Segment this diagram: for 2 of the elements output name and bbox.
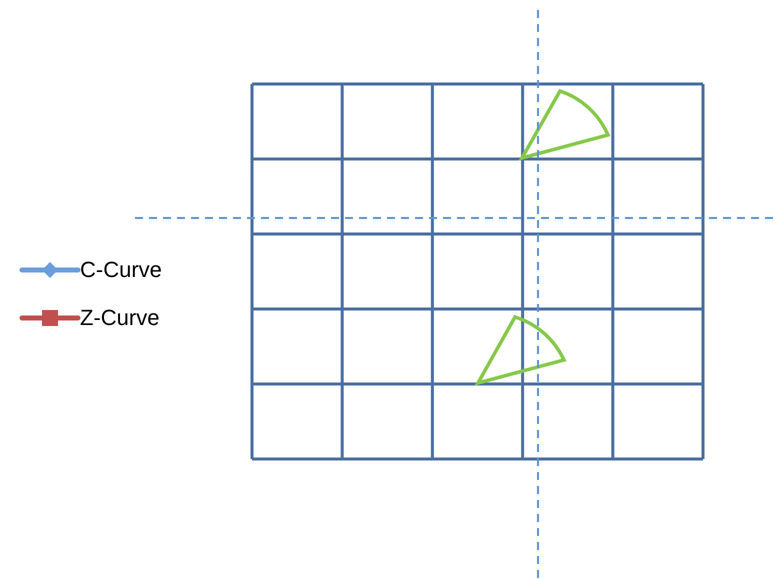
legend-label: C-Curve — [80, 257, 162, 283]
legend-label: Z-Curve — [80, 305, 160, 331]
